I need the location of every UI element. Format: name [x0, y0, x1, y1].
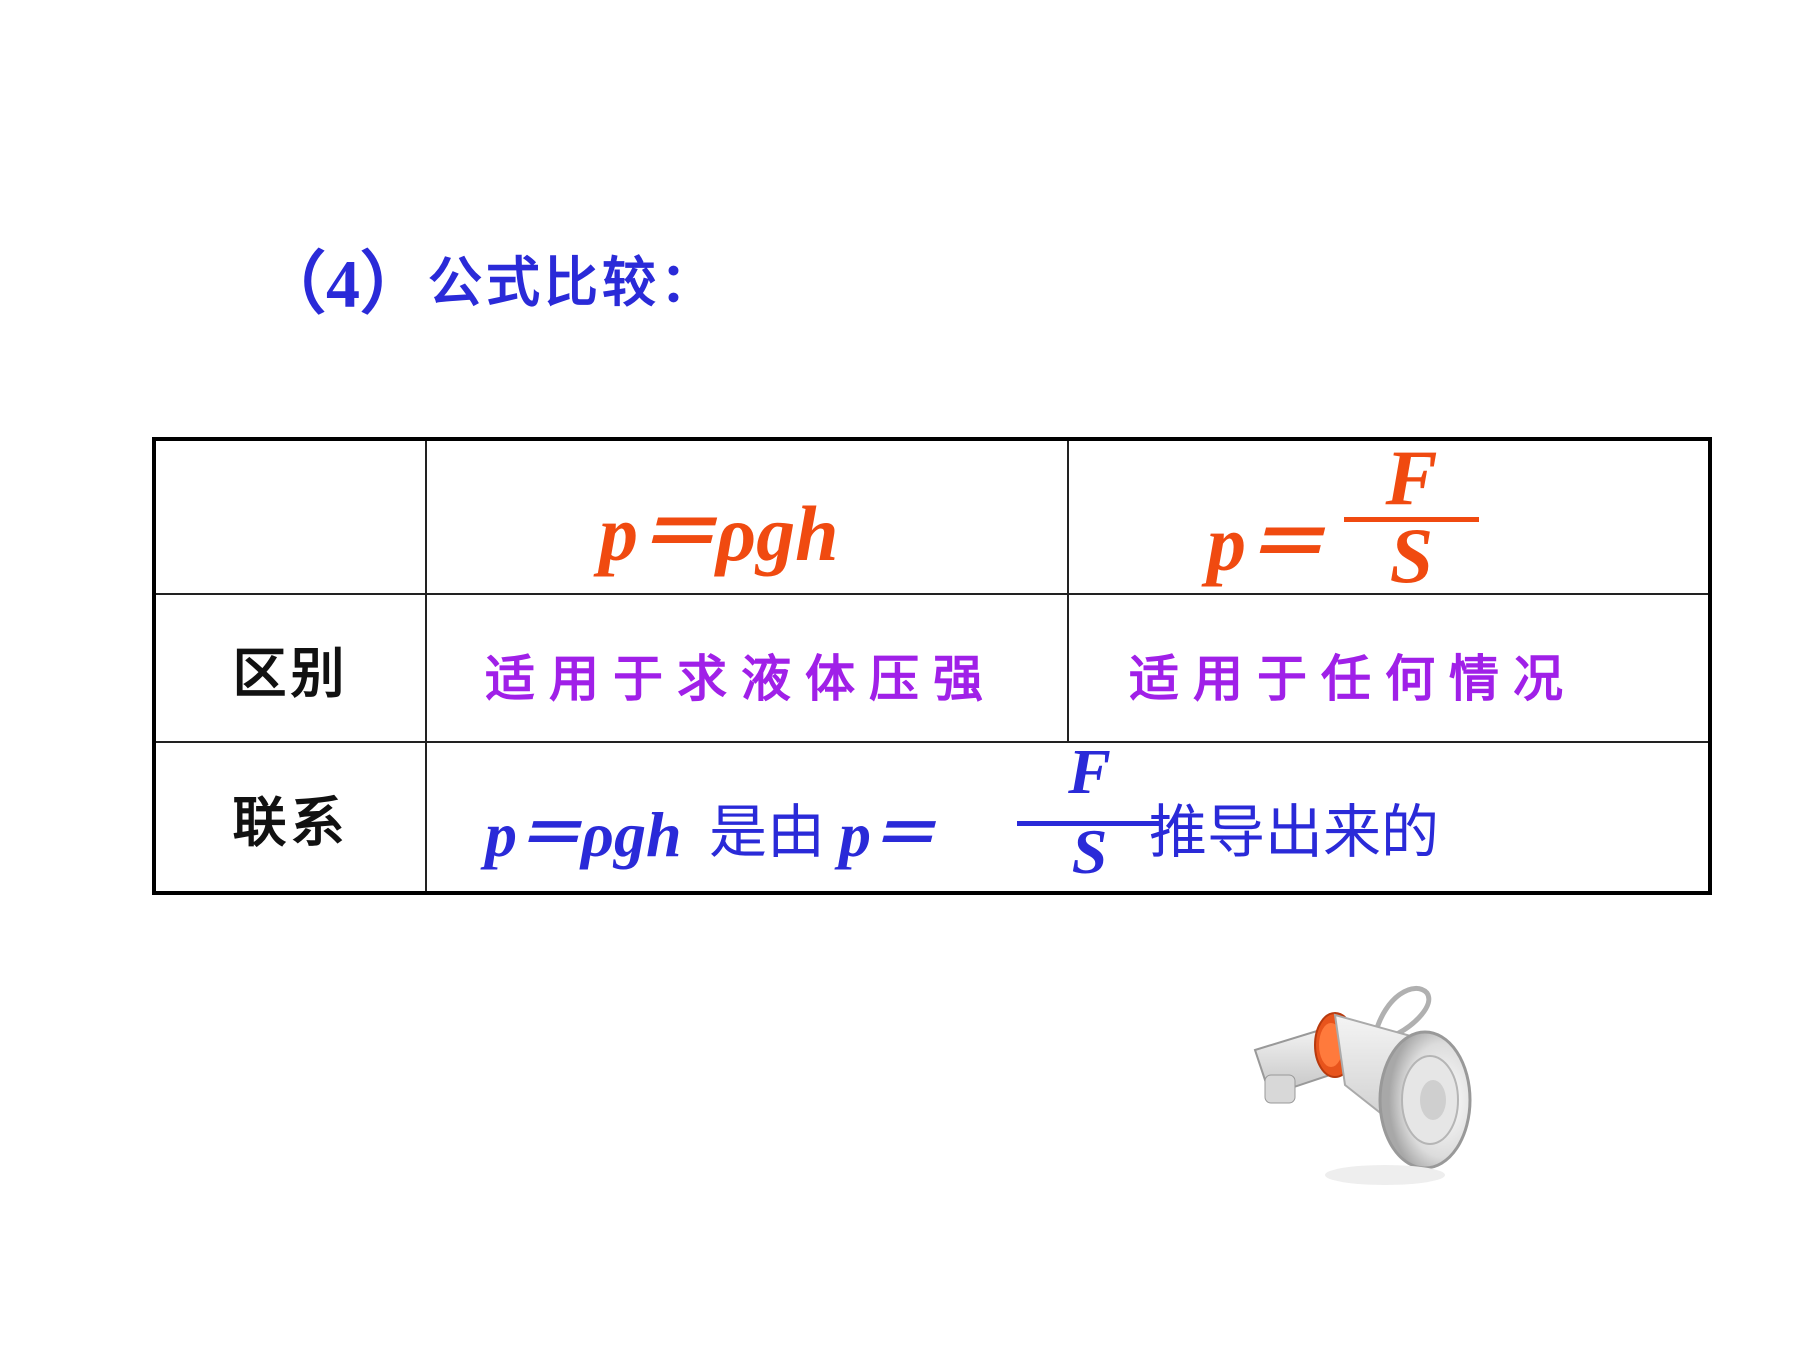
formula-cell-general: p＝ F S	[1067, 434, 1711, 599]
row-label-cell: 联系	[153, 741, 427, 894]
fraction-denominator: S	[1389, 512, 1434, 599]
difference-text-liquid: 适用于求液体压强	[485, 650, 997, 708]
heading-title: 公式比较：	[428, 251, 719, 314]
row-label-cell: 区别	[153, 593, 427, 743]
formula-general-lhs: p＝	[1207, 500, 1325, 587]
relation-formula-liquid: p＝ρgh	[485, 799, 682, 870]
relation-fraction-numerator: F	[1068, 736, 1111, 807]
relation-formula-general-lhs: p＝	[839, 799, 935, 870]
table-row-relation: 联系 p＝ρgh 是由 p＝ F S 推导出来的	[153, 736, 1711, 894]
comparison-table: p＝ρgh p＝ F S 区别 适用于求液体压强 适用于任何情况 联系 p＝ρg…	[152, 434, 1712, 895]
table-row-header: p＝ρgh p＝ F S	[153, 434, 1711, 599]
fraction-bar	[1344, 517, 1479, 522]
relation-fraction-f-over-s: F S	[1017, 736, 1162, 891]
relation-fraction-bar	[1017, 821, 1162, 826]
slide-heading: （4）公式比较：	[258, 228, 718, 327]
heading-number: （4）	[258, 246, 429, 322]
relation-fraction-denominator: S	[1071, 816, 1108, 887]
relation-text-derivation: 推导出来的	[1149, 798, 1440, 866]
table-row-difference: 区别 适用于求液体压强 适用于任何情况	[153, 593, 1711, 743]
relation-cell: p＝ρgh 是由 p＝ F S 推导出来的	[425, 736, 1711, 894]
row-label-difference: 区别	[232, 641, 349, 705]
difference-cell-1: 适用于求液体压强	[425, 593, 1069, 743]
empty-corner-cell	[153, 438, 427, 595]
formula-liquid-pressure: p＝ρgh	[599, 490, 839, 577]
difference-cell-2: 适用于任何情况	[1067, 593, 1711, 743]
fraction-numerator: F	[1385, 434, 1438, 521]
megaphone-icon	[1235, 975, 1485, 1205]
formula-cell-liquid: p＝ρgh	[425, 438, 1069, 595]
relation-text-derived-from: 是由	[709, 798, 826, 866]
difference-text-general: 适用于任何情况	[1129, 650, 1577, 708]
fraction-f-over-s: F S	[1344, 434, 1479, 599]
row-label-relation: 联系	[232, 790, 349, 854]
